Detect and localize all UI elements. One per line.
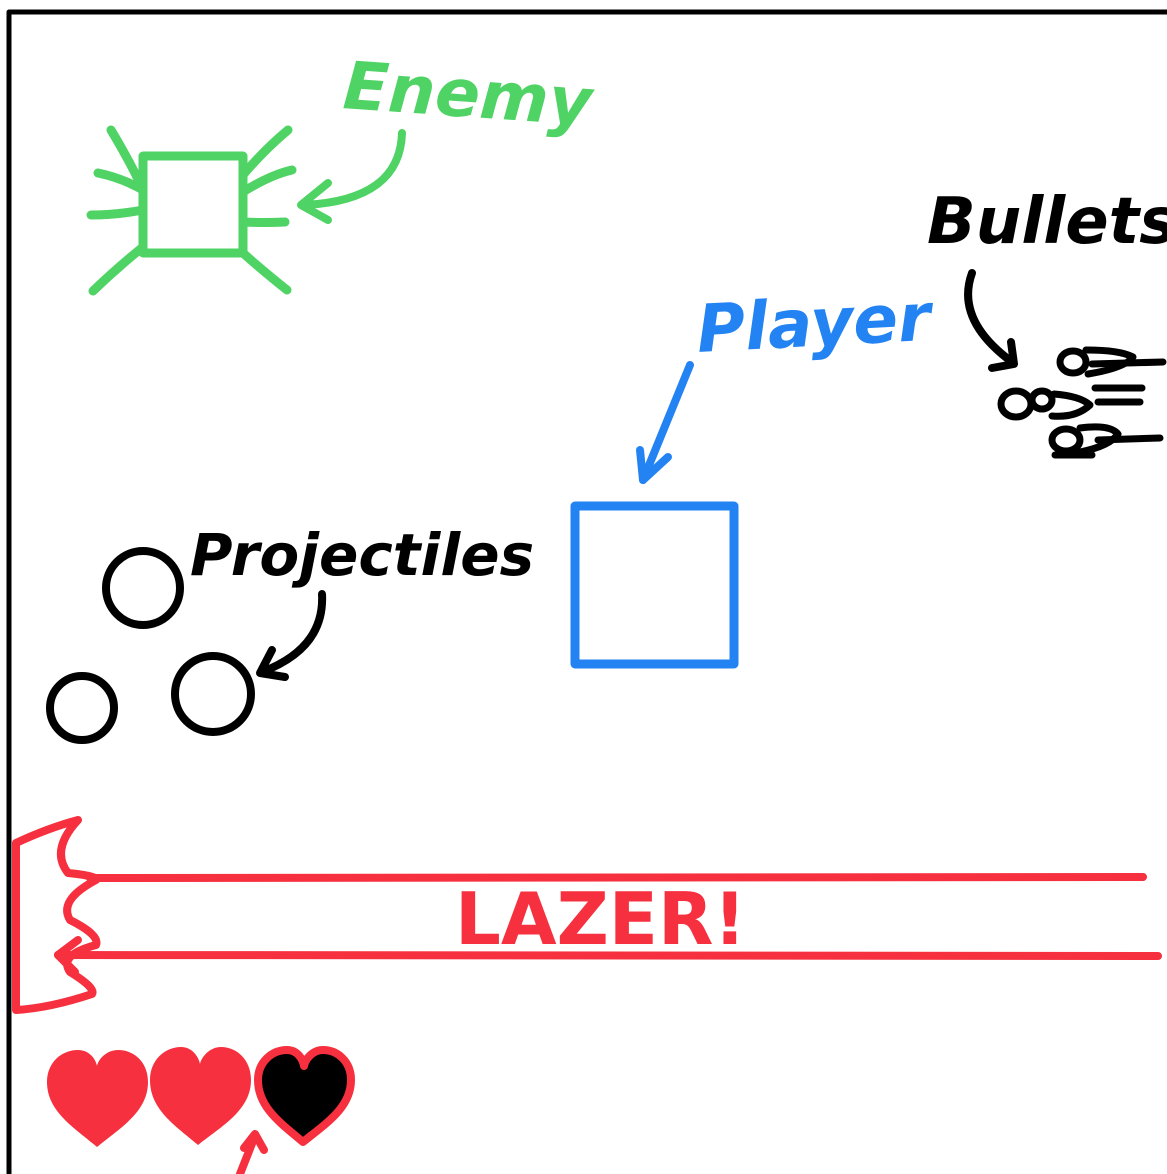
heart-arrow-icon (236, 1130, 268, 1174)
lazer-emitter-icon (12, 816, 101, 1014)
bullets-arrow-icon (964, 269, 1018, 372)
player-label: Player (695, 279, 936, 368)
bullets-group: Bullets (927, 185, 1167, 459)
enemy-icon (86, 125, 297, 296)
bullets-label: Bullets (927, 185, 1167, 259)
bullet-icon (1056, 346, 1167, 378)
enemy-group: Enemy (86, 47, 597, 296)
enemy-arrow-icon (297, 129, 406, 224)
circle-projectile-icon (102, 547, 184, 629)
projectiles-group: Projectiles (46, 521, 534, 744)
circle-projectile-icon (171, 652, 255, 736)
player-group: Player (570, 279, 936, 669)
player-arrow-icon (636, 361, 694, 484)
lazer-beam-top (86, 873, 1147, 882)
lazer-group: LAZER! (12, 816, 1162, 1014)
circle-projectile-icon (46, 672, 118, 744)
enemy-label: Enemy (341, 47, 597, 141)
lazer-label: LAZER! (455, 877, 746, 961)
projectiles-arrow-icon (256, 590, 327, 681)
lazer-beam-bottom (54, 951, 1162, 960)
lazer-arrowhead-icon (54, 936, 82, 976)
frame-border (6, 9, 1167, 1174)
player-icon (570, 501, 739, 669)
bullet-icon (1048, 423, 1164, 459)
lives-group (47, 1046, 355, 1174)
heart-icon (47, 1050, 148, 1147)
bullet-icon (997, 384, 1146, 421)
heart-icon (150, 1047, 251, 1145)
heart-icon (254, 1046, 355, 1146)
projectiles-label: Projectiles (190, 521, 534, 589)
